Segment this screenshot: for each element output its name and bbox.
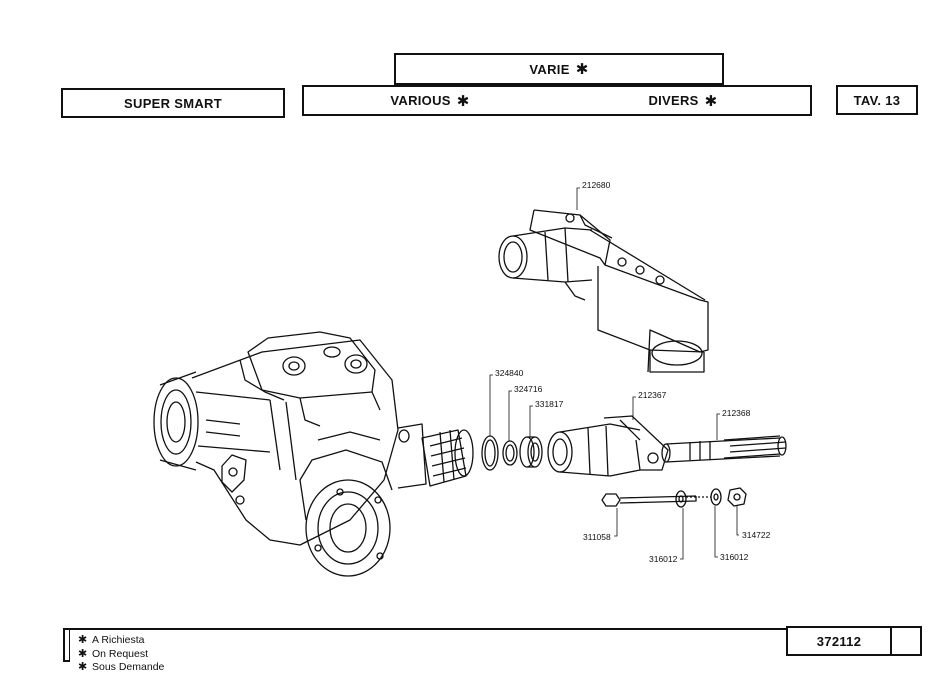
model-name: SUPER SMART	[124, 95, 222, 111]
washer-illustration	[502, 440, 518, 466]
bolt-illustration	[601, 493, 697, 507]
part-number-324716: 324716	[514, 384, 543, 394]
splined-tube-illustration	[421, 429, 474, 487]
footer-left-bar	[63, 628, 70, 662]
model-name-box: SUPER SMART	[61, 88, 285, 118]
group-title-french-text: DIVERS	[648, 93, 699, 108]
part-number-314722: 314722	[742, 530, 771, 540]
part-number-212680: 212680	[582, 180, 611, 190]
legend-text-italian: A Richiesta	[92, 634, 145, 646]
on-request-star-icon: ✱	[78, 661, 88, 673]
washer-illustration	[675, 490, 687, 508]
legend-row: ✱ Sous Demande	[78, 661, 164, 675]
on-request-star-icon: ✱	[78, 634, 88, 646]
legend-text-english: On Request	[92, 647, 149, 660]
legend-row: ✱ On Request	[78, 648, 164, 662]
plate-number: TAV. 13	[853, 92, 901, 108]
bearing-illustration	[519, 436, 543, 468]
gearbox-housing-illustration	[153, 331, 427, 577]
legend-row: ✱ A Richiesta	[78, 634, 164, 648]
on-request-star-icon: ✱	[575, 61, 589, 78]
footer-blank-box	[890, 626, 922, 656]
leader-lines	[489, 187, 739, 560]
on-request-star-icon: ✱	[704, 92, 718, 110]
part-number-316012: 316012	[649, 554, 678, 564]
bracket-212680-illustration	[498, 209, 709, 373]
group-title-english-text: VARIOUS	[390, 93, 451, 108]
on-request-star-icon: ✱	[456, 92, 470, 110]
splined-shaft-illustration	[661, 435, 787, 463]
footer-legend: ✱ A Richiesta ✱ On Request ✱ Sous Demand…	[78, 634, 164, 675]
part-number-316012: 316012	[720, 552, 749, 562]
group-title-italian-text: VARIE	[529, 61, 570, 77]
document-code-box: 372112	[786, 626, 892, 656]
washer-illustration	[710, 488, 722, 506]
part-number-212368: 212368	[722, 408, 751, 418]
part-number-331817: 331817	[535, 399, 564, 409]
nut-illustration	[727, 487, 747, 507]
part-number-212367: 212367	[638, 390, 667, 400]
group-title-italian: VARIE ✱	[394, 53, 724, 85]
footer-line	[70, 628, 786, 630]
on-request-star-icon: ✱	[78, 647, 88, 660]
bracket-212367-illustration	[547, 415, 669, 477]
legend-text-french: Sous Demande	[92, 661, 165, 673]
group-title-english: VARIOUS ✱	[302, 85, 558, 116]
document-code: 372112	[816, 633, 862, 649]
group-title-french: DIVERS ✱	[556, 85, 812, 116]
part-number-311058: 311058	[583, 532, 611, 542]
part-number-324840: 324840	[495, 368, 524, 378]
plate-number-box: TAV. 13	[836, 85, 918, 115]
